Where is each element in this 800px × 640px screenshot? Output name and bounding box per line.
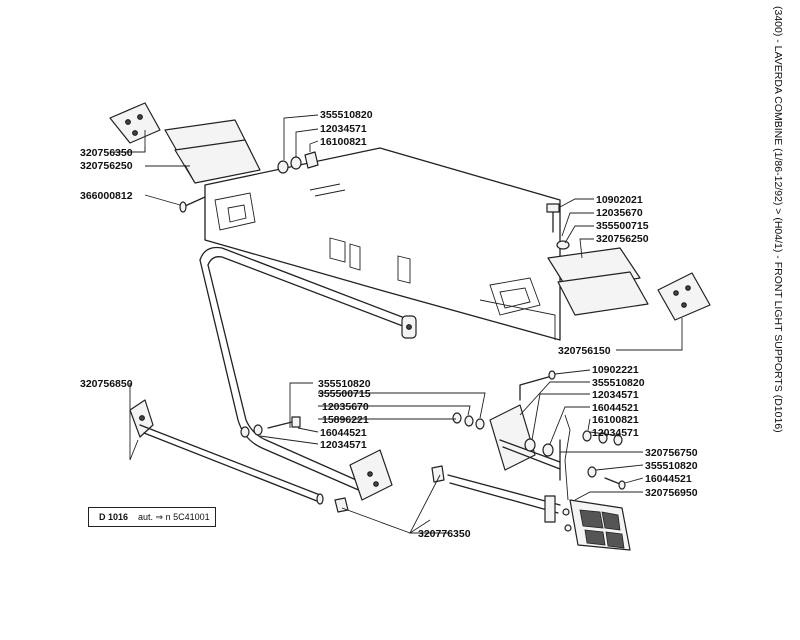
part-number: 16100821 bbox=[320, 136, 367, 148]
part-number: 355510820 bbox=[645, 460, 698, 472]
part-number: 16044521 bbox=[592, 402, 639, 414]
washer-icon bbox=[582, 430, 626, 490]
bolt-icon bbox=[240, 416, 301, 438]
part-number: 12034571 bbox=[592, 389, 639, 401]
part-number: 15896221 bbox=[322, 414, 369, 426]
part-number: 12035670 bbox=[596, 207, 643, 219]
part-number: 320756350 bbox=[80, 147, 133, 159]
nut-icon bbox=[431, 412, 485, 483]
part-number: 12034571 bbox=[320, 123, 367, 135]
part-number: 10902021 bbox=[596, 194, 643, 206]
part-number: 320756950 bbox=[645, 487, 698, 499]
part-number: 320756750 bbox=[645, 447, 698, 459]
frame-icon bbox=[199, 246, 417, 501]
part-number: 12035670 bbox=[322, 401, 369, 413]
part-number: 355510820 bbox=[320, 109, 373, 121]
washer-icon bbox=[277, 151, 319, 174]
part-number: 366000812 bbox=[80, 190, 133, 202]
part-number: 12034571 bbox=[320, 439, 367, 451]
leader-lines bbox=[110, 114, 683, 534]
part-number: 320756850 bbox=[80, 378, 133, 390]
bracket-icon bbox=[546, 203, 711, 321]
part-number: 355500715 bbox=[318, 388, 371, 400]
part-number: 355500715 bbox=[596, 220, 649, 232]
bolt-icon bbox=[179, 196, 206, 213]
part-number: 320756250 bbox=[80, 160, 133, 172]
bracket-icon bbox=[109, 102, 261, 184]
part-number: 10902221 bbox=[592, 364, 639, 376]
part-labels: 355510820 12034571 16100821 320756350 32… bbox=[80, 109, 698, 540]
frame-icon bbox=[129, 399, 349, 513]
part-number: 355510820 bbox=[318, 378, 371, 390]
part-number: 320756250 bbox=[596, 233, 649, 245]
diagram-title-vertical: (3400) - LAVERDA COMBINE (1/86-12/92) > … bbox=[772, 6, 800, 636]
diagram-code: D 1016 bbox=[99, 512, 129, 522]
frame-icon bbox=[447, 370, 571, 523]
part-number: 16044521 bbox=[645, 473, 692, 485]
frame-beam bbox=[204, 147, 561, 341]
part-number: 16044521 bbox=[320, 427, 367, 439]
part-number: 16100821 bbox=[592, 414, 639, 426]
part-number: 320776350 bbox=[418, 528, 471, 540]
serial-note: aut. ⇒ n 5C41001 bbox=[138, 511, 210, 522]
part-number: 320756150 bbox=[558, 345, 611, 357]
part-number: 12034571 bbox=[592, 427, 639, 439]
part-number: 355510820 bbox=[592, 377, 645, 389]
page-title: (3400) - LAVERDA COMBINE (1/86-12/92) > … bbox=[772, 6, 784, 433]
reference-box: D 1016 aut. ⇒ n 5C41001 bbox=[88, 507, 216, 527]
light-icon bbox=[562, 499, 631, 551]
